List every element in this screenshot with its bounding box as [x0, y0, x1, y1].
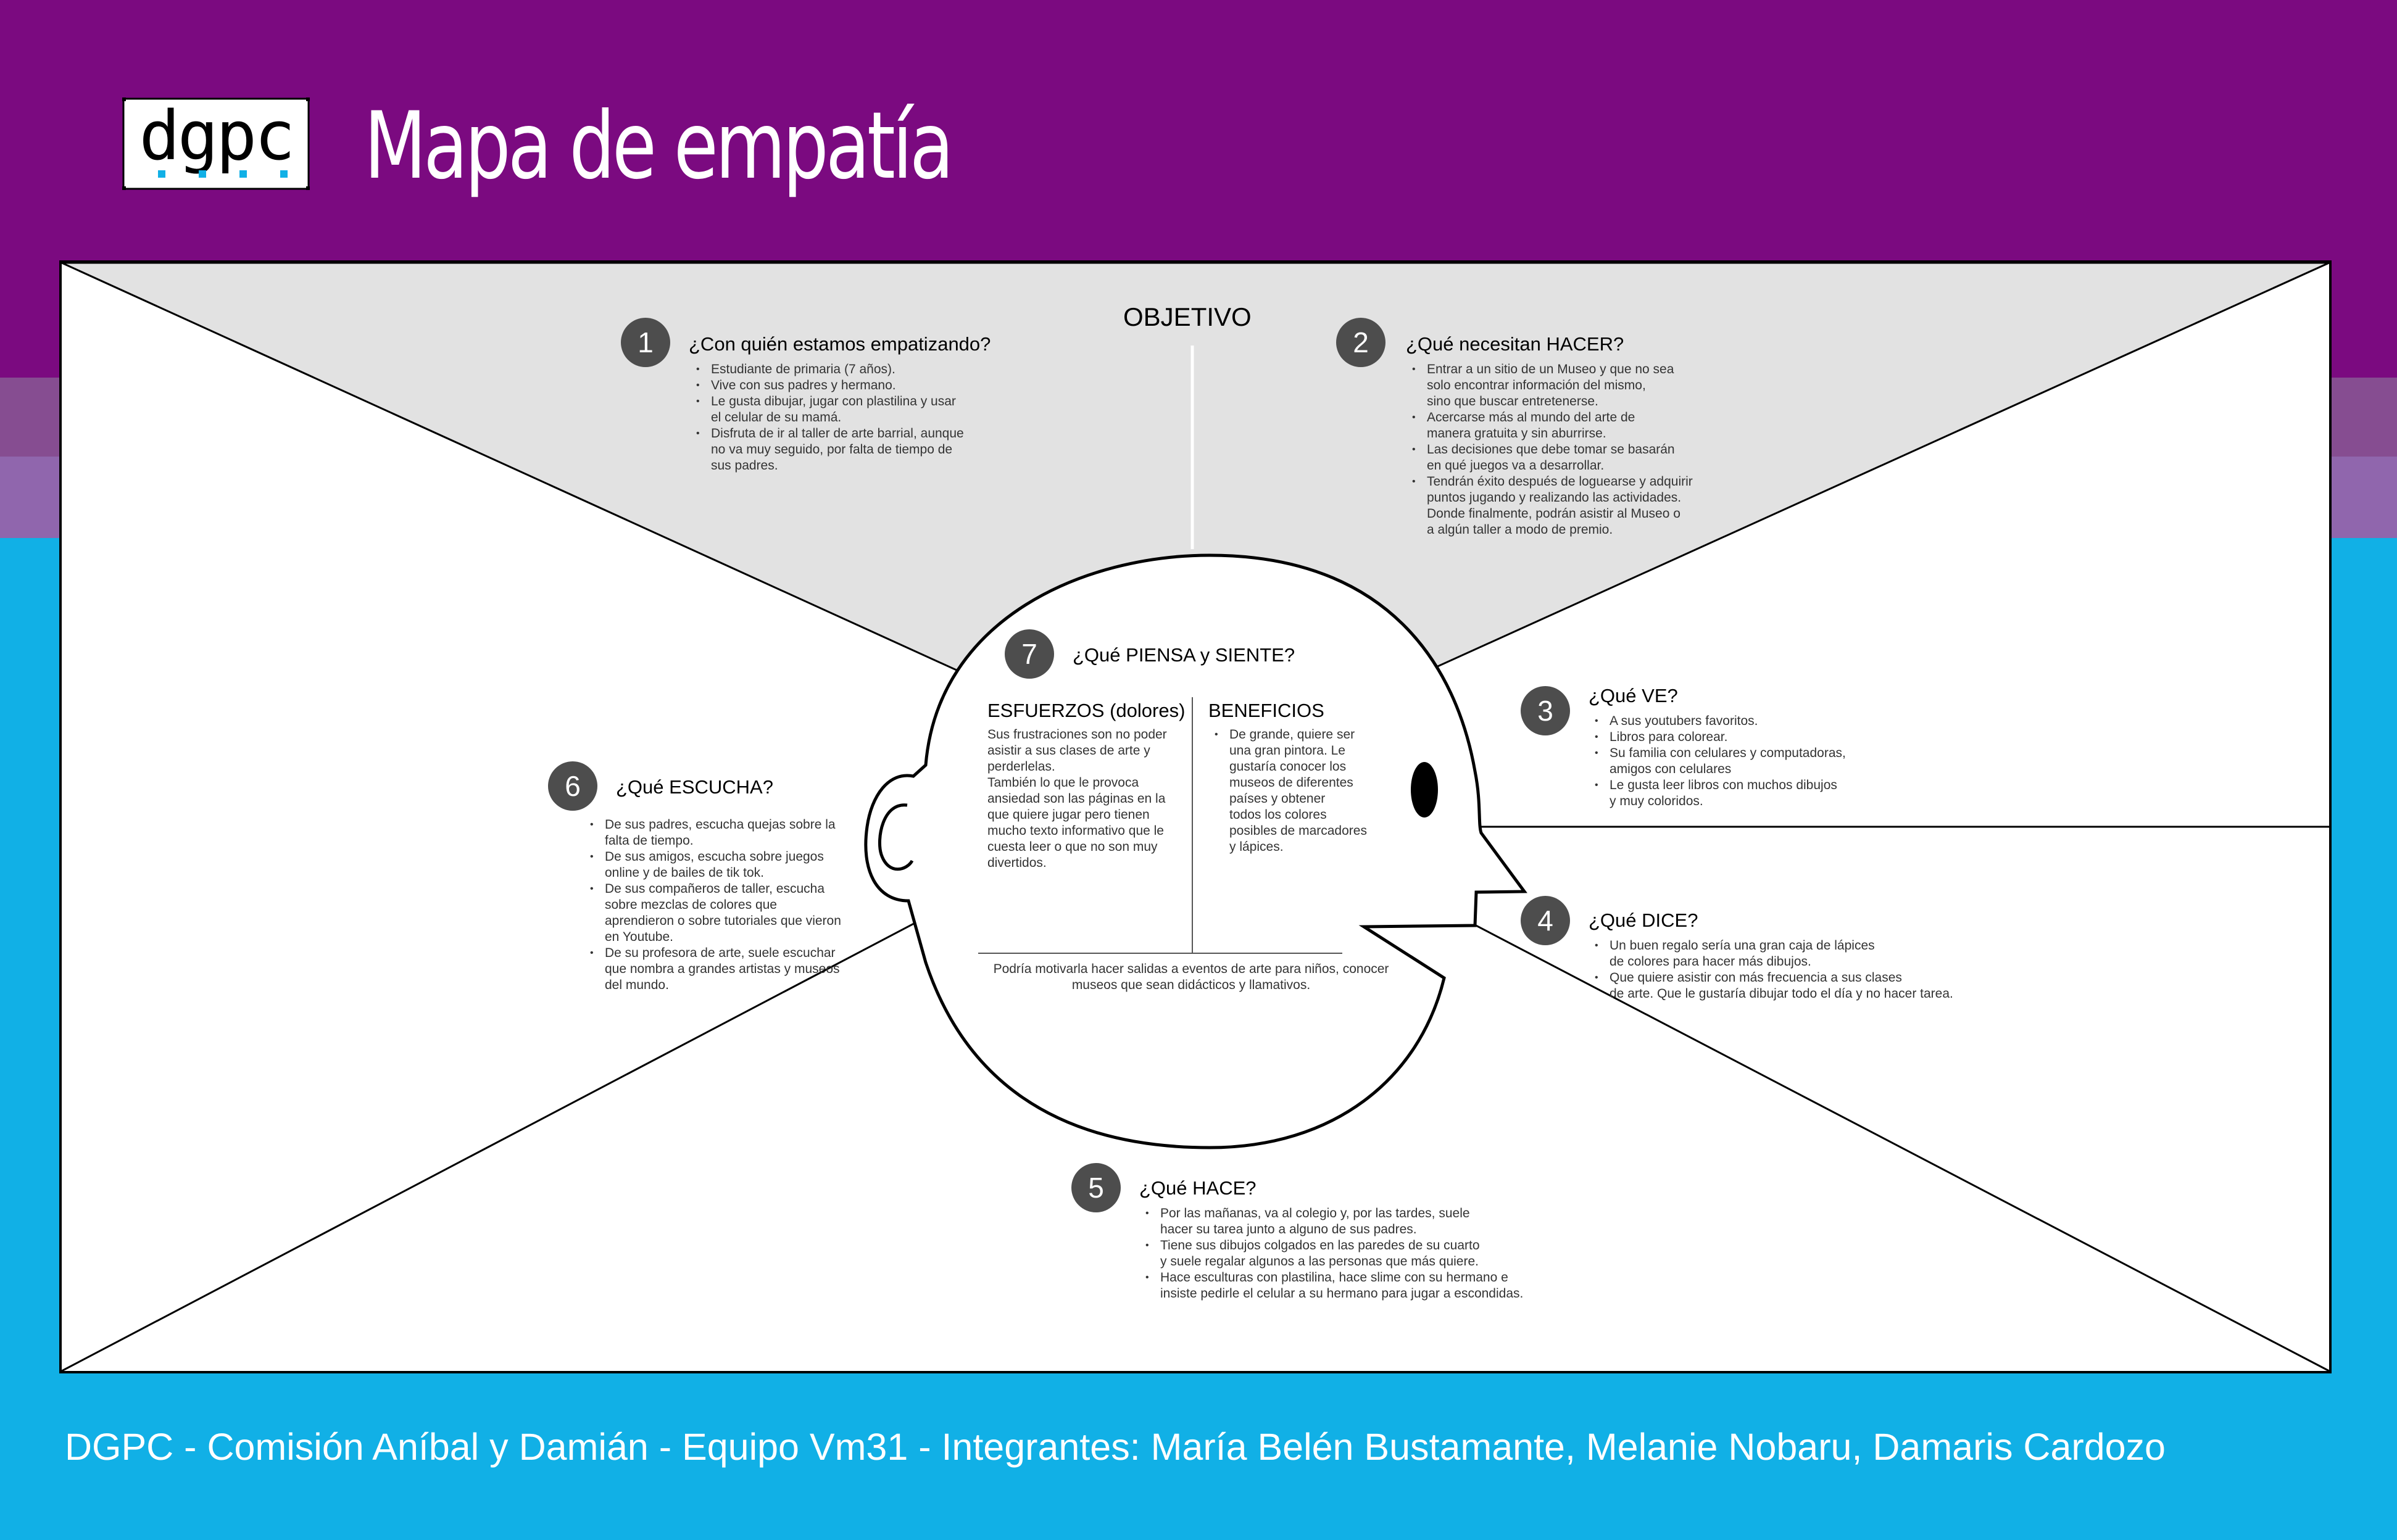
section-number-badge: 3 [1521, 686, 1570, 735]
footer-credits: DGPC - Comisión Aníbal y Damián - Equipo… [65, 1426, 2166, 1468]
beneficios-heading: BENEFICIOS [1208, 700, 1324, 721]
section-list: Estudiante de primaria (7 años). Vive co… [696, 362, 964, 474]
section-title: ¿Qué ESCUCHA? [616, 776, 773, 798]
list-item: Su familia con celulares y computadoras,… [1595, 745, 1846, 777]
list-item: De su profesora de arte, suele escuchar … [590, 945, 841, 993]
list-item: Las decisiones que debe tomar se basarán… [1412, 442, 1693, 474]
beneficios-list: De grande, quiere ser una gran pintora. … [1215, 727, 1367, 855]
list-item: De sus compañeros de taller, escucha sob… [590, 881, 841, 945]
list-item: De sus amigos, escucha sobre juegos onli… [590, 849, 841, 881]
page-title: Mapa de empatía [364, 93, 954, 200]
list-item: Vive con sus padres y hermano. [696, 378, 964, 394]
list-item: Tiene sus dibujos colgados en las parede… [1145, 1238, 1523, 1270]
section-list: De sus padres, escucha quejas sobre la f… [590, 817, 841, 993]
section-title: ¿Con quién estamos empatizando? [689, 333, 991, 355]
section-number-badge: 1 [621, 318, 670, 367]
list-item: De grande, quiere ser una gran pintora. … [1215, 727, 1367, 855]
list-item: Tendrán éxito después de loguearse y adq… [1412, 474, 1693, 538]
dgpc-logo: dgpc [121, 96, 311, 191]
list-item: Estudiante de primaria (7 años). [696, 362, 964, 378]
list-item: Le gusta dibujar, jugar con plastilina y… [696, 394, 964, 426]
list-item: Le gusta leer libros con muchos dibujos … [1595, 777, 1846, 809]
list-item: Libros para colorear. [1595, 729, 1846, 745]
section-list: Por las mañanas, va al colegio y, por la… [1145, 1206, 1523, 1302]
list-item: Disfruta de ir al taller de arte barrial… [696, 426, 964, 474]
objetivo-label: OBJETIVO [1123, 302, 1252, 331]
esfuerzos-text: Sus frustraciones son no poder asistir a… [987, 727, 1167, 870]
list-item: Por las mañanas, va al colegio y, por la… [1145, 1206, 1523, 1238]
section-number-badge: 7 [1005, 629, 1054, 679]
section-list: Entrar a un sitio de un Museo y que no s… [1412, 362, 1693, 538]
list-item: De sus padres, escucha quejas sobre la f… [590, 817, 841, 849]
list-item: Un buen regalo sería una gran caja de lá… [1595, 938, 1953, 970]
list-item: Que quiere asistir con más frecuencia a … [1595, 970, 1953, 1002]
list-item: Entrar a un sitio de un Museo y que no s… [1412, 362, 1693, 410]
list-item: Acercarse más al mundo del arte de maner… [1412, 410, 1693, 442]
list-item: Hace esculturas con plastilina, hace sli… [1145, 1270, 1523, 1302]
section-number-badge: 5 [1071, 1163, 1121, 1212]
section-list: A sus youtubers favoritos. Libros para c… [1595, 713, 1846, 809]
motivacion-text: Podría motivarla hacer salidas a eventos… [993, 962, 1389, 992]
section-title: ¿Qué VE? [1589, 685, 1678, 706]
esfuerzos-heading: ESFUERZOS (dolores) [987, 700, 1186, 721]
list-item: A sus youtubers favoritos. [1595, 713, 1846, 729]
section-title: ¿Qué DICE? [1589, 909, 1698, 931]
section-title: ¿Qué PIENSA y SIENTE? [1073, 644, 1295, 666]
svg-text:dgpc: dgpc [139, 97, 293, 175]
section-title: ¿Qué necesitan HACER? [1406, 333, 1624, 355]
section-title: ¿Qué HACE? [1139, 1177, 1257, 1199]
section-number-badge: 4 [1521, 896, 1570, 945]
section-number-badge: 6 [548, 761, 597, 811]
section-list: Un buen regalo sería una gran caja de lá… [1595, 938, 1953, 1002]
section-number-badge: 2 [1336, 318, 1385, 367]
